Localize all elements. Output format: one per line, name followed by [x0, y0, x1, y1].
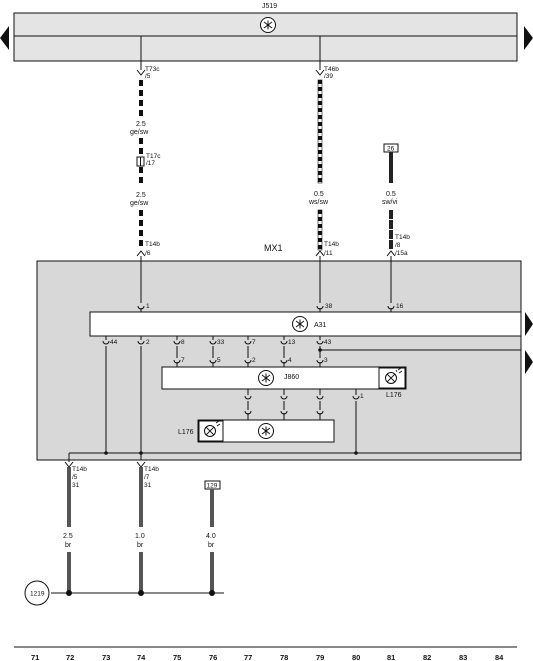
ref-26-label: 26	[387, 146, 395, 153]
l176-left-label: L176	[178, 429, 194, 436]
j860-pin-5: 5	[217, 357, 221, 364]
wire1-conn-top: T73c	[145, 66, 160, 73]
wire1-pin-top: /5	[145, 73, 151, 80]
gnd2-conn: T14b	[144, 466, 159, 473]
wire1-conn-bottom: T14b	[145, 241, 160, 248]
j860-pin-3: 3	[324, 357, 328, 364]
gnd2-pin: /7	[144, 474, 150, 481]
wire3-pin-bottom1: /8	[395, 242, 401, 249]
column-number: 71	[31, 653, 39, 661]
a31-pin-7: 7	[252, 339, 256, 346]
gnd1-conn: T14b	[72, 466, 87, 473]
a31-pin-33: 33	[217, 339, 225, 346]
a31-pin-43: 43	[324, 339, 332, 346]
column-number: 75	[173, 653, 181, 661]
mx1-label: MX1	[264, 243, 283, 253]
wire2-pin-bottom: /11	[324, 250, 333, 257]
wire1-color: ge/sw	[130, 129, 149, 136]
j860-pin-1-bottom: 1	[360, 393, 364, 400]
column-number: 82	[423, 653, 431, 661]
ground-point-label: 1219	[30, 591, 45, 598]
wire2-color: ws/sw	[308, 199, 329, 206]
column-number: 77	[244, 653, 252, 661]
wire1-size: 2.5	[136, 121, 146, 128]
j860-label: J860	[284, 374, 299, 381]
gnd1-pin2: 31	[72, 482, 80, 489]
j860-pin-7: 7	[181, 357, 185, 364]
wire1-inline-pin: /17	[146, 160, 155, 167]
page-right-arrow-icon[interactable]	[524, 26, 533, 50]
wire2-conn-bottom: T14b	[324, 241, 339, 248]
l176-right-label: L176	[386, 392, 402, 399]
j860-pin-2: 2	[252, 357, 256, 364]
wire3-conn-bottom: T14b	[395, 234, 410, 241]
gnd3-color: br	[208, 542, 215, 549]
wire2-conn-top: T46b	[324, 66, 339, 73]
gnd2-size: 1.0	[135, 533, 145, 540]
a31-pin-44: 44	[110, 339, 118, 346]
l176-box-ecu-icon	[258, 423, 274, 439]
column-number: 76	[209, 653, 217, 661]
column-number: 79	[316, 653, 324, 661]
column-number: 80	[352, 653, 360, 661]
gnd2-color: br	[137, 542, 144, 549]
wire3-size: 0.5	[386, 191, 396, 198]
wire3-color: sw/vi	[382, 199, 398, 206]
wire1-inline-conn: T17c	[146, 153, 161, 160]
a31-pin-16: 16	[396, 303, 404, 310]
gnd1-pin: /5	[72, 474, 78, 481]
a31-pin-38: 38	[325, 303, 333, 310]
j860-right-arrow-icon[interactable]	[525, 350, 533, 374]
gnd3-size: 4.0	[206, 533, 216, 540]
ref-129-label: 129	[207, 483, 218, 490]
column-number: 73	[102, 653, 110, 661]
column-numbers: 71 72 73 74 75 76 77 78 79 80 81 82 83 8…	[31, 653, 504, 661]
a31-label: A31	[314, 322, 327, 329]
wire2-size: 0.5	[314, 191, 324, 198]
j519-ecu-icon	[260, 17, 276, 33]
ground-point-1219	[24, 580, 50, 606]
a31-ecu-icon	[292, 316, 308, 332]
a31-pin-1: 1	[146, 303, 150, 310]
column-number: 84	[495, 653, 504, 661]
wire1-color2: ge/sw	[130, 200, 149, 207]
wire1-size2: 2.5	[136, 192, 146, 199]
a31-pin-2: 2	[146, 339, 150, 346]
wire3-pin-bottom2: /15a	[395, 250, 408, 257]
l176-left-lamp-icon	[204, 425, 216, 437]
gnd2-pin2: 31	[144, 482, 152, 489]
column-number: 81	[387, 653, 395, 661]
l176-right-lamp-icon	[385, 372, 397, 384]
column-number: 78	[280, 653, 288, 661]
gnd1-color: br	[65, 542, 72, 549]
a31-right-arrow-icon[interactable]	[525, 312, 533, 336]
wire1-pin-bottom: /6	[145, 250, 151, 257]
column-number: 74	[137, 653, 146, 661]
a31-pin-8: 8	[181, 339, 185, 346]
a31-pin-13: 13	[288, 339, 296, 346]
wire2-pin-top: /39	[324, 73, 333, 80]
gnd1-size: 2.5	[63, 533, 73, 540]
j860-ecu-icon	[258, 370, 274, 386]
column-number: 72	[66, 653, 74, 661]
page-left-arrow-icon[interactable]	[0, 26, 9, 50]
j860-pin-4: 4	[288, 357, 292, 364]
column-number: 83	[459, 653, 467, 661]
j519-label: J519	[262, 3, 277, 10]
